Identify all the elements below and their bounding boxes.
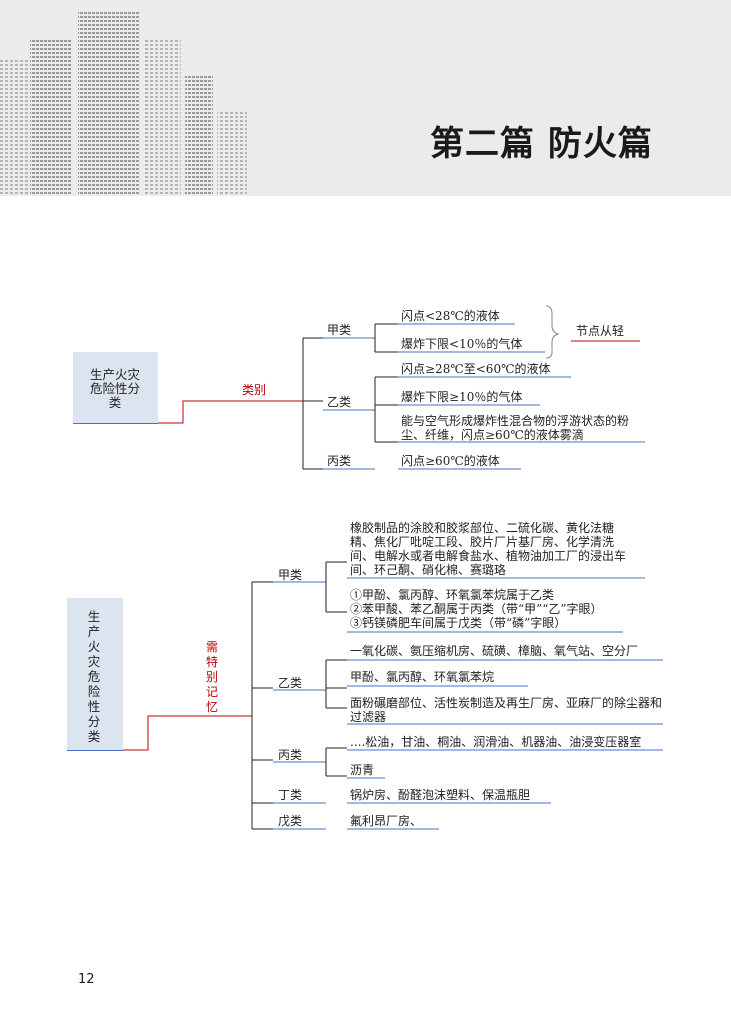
category-jia: 甲类 bbox=[278, 568, 303, 582]
page-title: 第二篇 防火篇 bbox=[430, 124, 653, 164]
jia-item-2: ①甲酚、氯丙醇、环氧氯苯烷属于乙类 bbox=[350, 588, 555, 602]
page-number: 12 bbox=[78, 972, 95, 987]
category-ding: 丁类 bbox=[278, 788, 303, 802]
category-wu: 戊类 bbox=[278, 814, 303, 828]
yi-item-2: 甲酚、氯丙醇、环氧氯苯烷 bbox=[350, 670, 495, 684]
category-yi: 乙类 bbox=[327, 395, 352, 409]
jia-item-2: 爆炸下限<10％的气体 bbox=[401, 337, 523, 351]
jia-item-1: 闪点<28℃的液体 bbox=[401, 309, 500, 323]
root-label: 生产火灾危险性分类 bbox=[87, 609, 101, 744]
root-box bbox=[67, 598, 123, 751]
bing-item-1: ....松油，甘油、桐油、润滑油、机器油、油浸变压器室 bbox=[350, 735, 642, 749]
category-yi: 乙类 bbox=[278, 676, 303, 690]
category-jia: 甲类 bbox=[327, 323, 352, 337]
wu-item-1: 氟利昂厂房、 bbox=[350, 814, 423, 828]
category-bing: 丙类 bbox=[327, 454, 352, 468]
branch-label: 类别 bbox=[242, 383, 267, 397]
jia-item-4: ③钙镁磷肥车间属于戊类（带“磷”字眼） bbox=[350, 616, 567, 630]
jia-item-1: 橡胶制品的涂胶和胶浆部位、二硫化碳、黄化法糖精、焦化厂吡啶工段、胶片厂片基厂房、… bbox=[350, 521, 627, 577]
header-band: 第二篇 防火篇 bbox=[0, 0, 731, 196]
bing-item-2: 沥青 bbox=[350, 763, 375, 777]
yi-item-3: 面粉碾磨部位、活性炭制造及再生厂房、亚麻厂的除尘器和过滤器 bbox=[350, 696, 663, 724]
yi-item-1: 一氧化碳、氨压缩机房、硫磺、樟脑、氧气站、空分厂 bbox=[350, 644, 639, 658]
root-box bbox=[73, 352, 158, 424]
category-bing: 丙类 bbox=[278, 748, 303, 762]
branch-label: 需特别记忆 bbox=[206, 640, 219, 714]
jia-item-3: ②苯甲酸、苯乙酮属于丙类（带“甲”“乙”字眼） bbox=[350, 602, 603, 616]
root-label: 生产火灾危险性分类 bbox=[89, 367, 140, 410]
ding-item-1: 锅炉房、酚醛泡沫塑料、保温瓶胆 bbox=[350, 788, 531, 802]
yi-item-2: 爆炸下限≥10％的气体 bbox=[401, 390, 523, 404]
yi-item-3: 能与空气形成爆炸性混合物的浮游状态的粉尘、纤维，闪点≥60℃的液体雾滴 bbox=[401, 414, 630, 442]
bing-item-1: 闪点≥60℃的液体 bbox=[401, 454, 500, 468]
jia-note: 节点从轻 bbox=[576, 324, 625, 338]
city-skyline-illustration bbox=[0, 12, 247, 196]
yi-item-1: 闪点≥28℃至<60℃的液体 bbox=[401, 362, 551, 376]
